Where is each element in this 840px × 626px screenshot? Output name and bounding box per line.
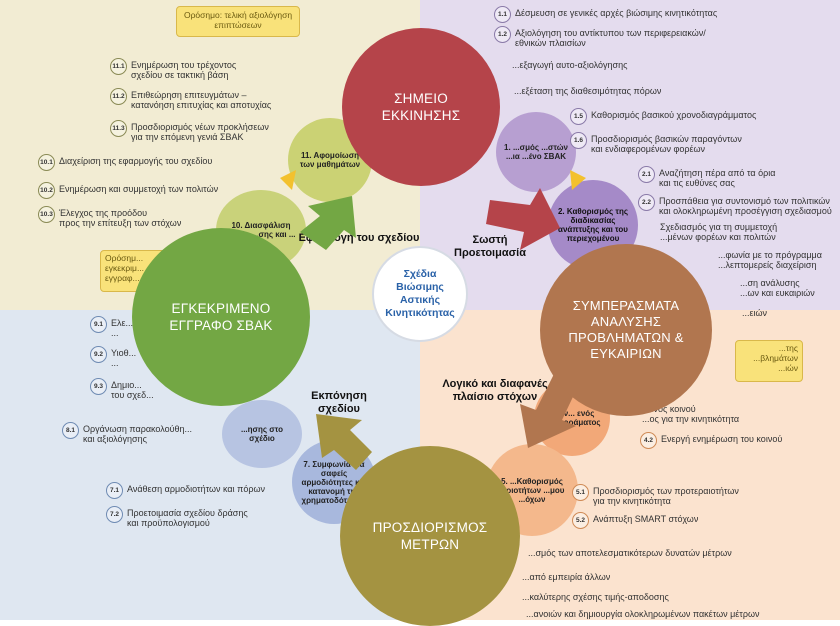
phase-label-preparation: Σωστή Προετοιμασία bbox=[454, 234, 526, 259]
small-arrow-yellow-1 bbox=[280, 170, 296, 190]
step-circle-8: ...ησης στο σχέδιο bbox=[222, 400, 302, 468]
list-item-2-3: Σχεδιασμός για τη συμμετοχή ...μένων φορ… bbox=[660, 222, 778, 242]
list-item-1-3: ...εξαγωγή αυτο-αξιολόγησης bbox=[512, 60, 628, 70]
circle-starting-point: ΣΗΜΕΙΟ ΕΚΚΙΝΗΣΗΣ bbox=[342, 28, 500, 186]
step-circle-1: 1. ...σμός ...στών ...ια ...ένο ΣΒΑΚ bbox=[496, 112, 576, 192]
list-item-6-2: ...από εμπειρία άλλων bbox=[522, 572, 611, 582]
arrow-conclusions-to-goals bbox=[520, 374, 580, 448]
milestone-final-evaluation: Ορόσημο: τελική αξιολόγηση επιπτώσεων bbox=[176, 6, 300, 37]
list-item-2-4: ...φωνία με το πρόγραμμα ...λεπτομερείς … bbox=[718, 250, 822, 270]
list-item-1-4: ...εξέταση της διαθεσιμότητας πόρων bbox=[514, 86, 662, 96]
list-item-6-4: ...ανοιών και δημιουργία ολοκληρωμένων π… bbox=[526, 609, 760, 619]
arrow-approved-to-implementation bbox=[300, 196, 356, 250]
arrow-start-to-preparation bbox=[486, 188, 560, 250]
list-item-6-3: ...καλύτερης σχέσης τιμής-αποδοσης bbox=[522, 592, 669, 602]
center-title-badge: Σχέδια Βιώσιμης Αστικής Κινητικότητας bbox=[372, 246, 468, 342]
milestone-problem-analysis: ...της ...βλημάτων ...ιών bbox=[735, 340, 803, 382]
phase-label-goals: Λογικό και διαφανές πλαίσιο στόχων bbox=[442, 378, 548, 403]
arrow-measures-to-development bbox=[316, 414, 372, 470]
list-item-3-2: ...ειών bbox=[742, 308, 768, 318]
small-arrow-yellow-2 bbox=[570, 170, 586, 190]
circle-measure-definition: ΠΡΟΣΔΙΟΡΙΣΜΟΣ ΜΕΤΡΩΝ bbox=[340, 446, 520, 626]
list-item-3-1: ...ση ανάλυσης ...ων και ευκαιριών bbox=[740, 278, 815, 298]
circle-approved-document: ΕΓΚΕΚΡΙΜΕΝΟ ΕΓΓΡΑΦΟ ΣΒΑΚ bbox=[132, 228, 310, 406]
phase-label-plan-development: Εκπόνηση σχεδίου bbox=[311, 390, 367, 415]
list-item-6-1: ...σμός των αποτελεσματικότερων δυνατών … bbox=[528, 548, 732, 558]
circle-problem-analysis-conclusions: ΣΥΜΠΕΡΑΣΜΑΤΑ ΑΝΑΛΥΣΗΣ ΠΡΟΒΛΗΜΑΤΩΝ & ΕΥΚΑ… bbox=[540, 244, 712, 416]
